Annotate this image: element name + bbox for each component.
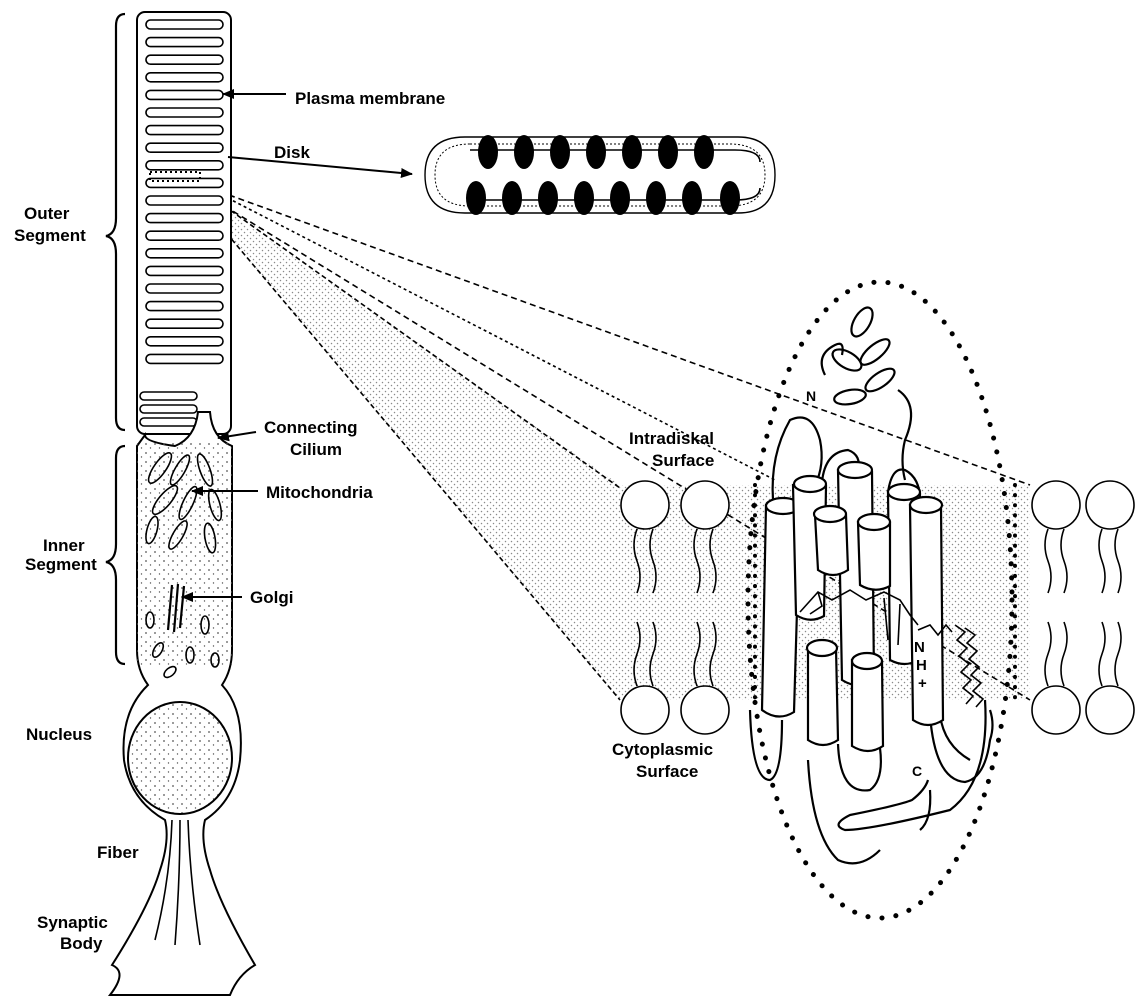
lipid-tail bbox=[1115, 622, 1121, 686]
lipid-tail bbox=[1115, 529, 1121, 593]
membrane-protein bbox=[646, 181, 666, 215]
disk bbox=[146, 266, 223, 275]
nascent-disk bbox=[140, 405, 197, 413]
membrane-protein bbox=[550, 135, 570, 169]
membrane-protein bbox=[682, 181, 702, 215]
disk bbox=[146, 249, 223, 258]
label-n-terminus: N bbox=[806, 388, 816, 404]
membrane-protein bbox=[574, 181, 594, 215]
label-outer-segment-2: Segment bbox=[14, 226, 86, 245]
lipid-tail bbox=[1099, 622, 1105, 686]
disk bbox=[146, 178, 223, 187]
label-schiff-base-n: N bbox=[914, 639, 925, 656]
label-synaptic-body-1: Synaptic bbox=[37, 913, 108, 932]
c-terminal-tail bbox=[920, 790, 930, 830]
disk bbox=[146, 20, 223, 29]
lipid-tail bbox=[1061, 622, 1067, 686]
membrane-protein bbox=[622, 135, 642, 169]
disk bbox=[146, 38, 223, 47]
nucleus bbox=[128, 702, 232, 814]
lipid-head bbox=[1086, 686, 1134, 734]
lipid-head bbox=[681, 481, 729, 529]
label-inner-segment-1: Inner bbox=[43, 536, 85, 555]
label-outer-segment-1: Outer bbox=[24, 204, 70, 223]
lipid-head bbox=[621, 481, 669, 529]
disk bbox=[146, 231, 223, 240]
lipid-tail bbox=[1045, 529, 1051, 593]
label-inner-segment-2: Segment bbox=[25, 555, 97, 574]
lipid-head bbox=[1032, 686, 1080, 734]
lipid-tail bbox=[1045, 622, 1051, 686]
disk bbox=[146, 284, 223, 293]
nascent-disk bbox=[140, 418, 197, 426]
disk bbox=[146, 319, 223, 328]
membrane-protein bbox=[514, 135, 534, 169]
label-mitochondria: Mitochondria bbox=[266, 483, 373, 502]
lipid-head bbox=[681, 686, 729, 734]
disk bbox=[146, 126, 223, 135]
lipid-head bbox=[1086, 481, 1134, 529]
disk bbox=[146, 108, 223, 117]
membrane-protein bbox=[466, 181, 486, 215]
disk-detail bbox=[425, 135, 775, 215]
label-schiff-base-plus: + bbox=[918, 675, 927, 692]
membrane-protein bbox=[658, 135, 678, 169]
lipid-head bbox=[1032, 481, 1080, 529]
disk bbox=[146, 73, 223, 82]
disk bbox=[146, 354, 223, 363]
label-c-terminus: C bbox=[912, 763, 922, 779]
lipid-tail bbox=[1061, 529, 1067, 593]
membrane-protein bbox=[610, 181, 630, 215]
label-cytoplasmic-surface-1: Cytoplasmic bbox=[612, 740, 713, 759]
disk bbox=[146, 196, 223, 205]
label-cytoplasmic-surface-2: Surface bbox=[636, 762, 698, 781]
membrane-protein bbox=[538, 181, 558, 215]
label-connecting-cilium-1: Connecting bbox=[264, 418, 358, 437]
label-intradiskal-surface-1: Intradiskal bbox=[629, 429, 714, 448]
membrane-protein bbox=[586, 135, 606, 169]
membrane-protein bbox=[694, 135, 714, 169]
disk bbox=[146, 302, 223, 311]
label-connecting-cilium-2: Cilium bbox=[290, 440, 342, 459]
nascent-disk bbox=[140, 392, 197, 400]
disk bbox=[146, 55, 223, 64]
disk bbox=[146, 337, 223, 346]
membrane-protein bbox=[720, 181, 740, 215]
label-schiff-base-h: H bbox=[916, 657, 927, 674]
label-disk: Disk bbox=[274, 143, 310, 162]
label-synaptic-body-2: Body bbox=[60, 934, 103, 953]
membrane-protein bbox=[502, 181, 522, 215]
disk bbox=[146, 161, 223, 170]
helices bbox=[762, 462, 943, 751]
disk bbox=[146, 214, 223, 223]
disk bbox=[146, 143, 223, 152]
label-nucleus: Nucleus bbox=[26, 725, 92, 744]
lipid-tail bbox=[1099, 529, 1105, 593]
label-plasma-membrane: Plasma membrane bbox=[295, 89, 445, 108]
membrane-protein bbox=[478, 135, 498, 169]
label-intradiskal-surface-2: Surface bbox=[652, 451, 714, 470]
brackets bbox=[106, 14, 125, 664]
label-golgi: Golgi bbox=[250, 588, 293, 607]
disk bbox=[146, 90, 223, 99]
lipid-head bbox=[621, 686, 669, 734]
label-fiber: Fiber bbox=[97, 843, 139, 862]
